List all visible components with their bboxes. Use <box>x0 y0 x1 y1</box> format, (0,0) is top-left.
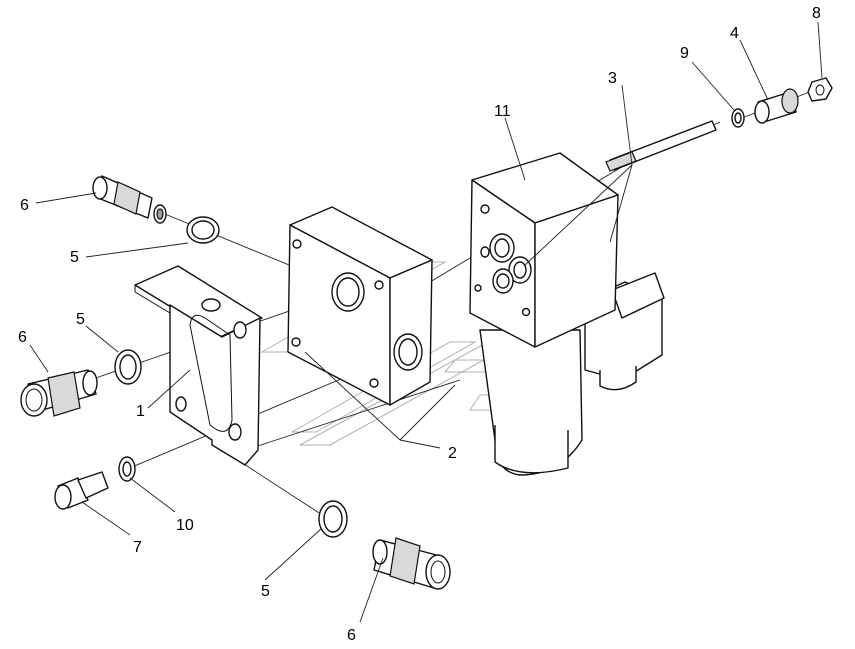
callout-5-top: 5 <box>70 249 79 266</box>
bracket-part-1 <box>134 265 263 466</box>
callout-7: 7 <box>133 539 142 556</box>
callout-3: 3 <box>608 70 617 87</box>
washer-part-9 <box>731 108 745 128</box>
callout-leaders <box>29 21 823 623</box>
valve-part-11 <box>469 152 665 476</box>
washer-part-10 <box>118 456 136 482</box>
callout-9: 9 <box>680 45 689 62</box>
callout-6-top: 6 <box>20 197 29 214</box>
callout-2: 2 <box>448 445 457 462</box>
callout-labels: 6 5 6 5 1 7 10 2 5 6 11 3 4 9 8 <box>18 5 821 644</box>
washer-part-5-left <box>114 349 142 385</box>
callout-6-left: 6 <box>18 329 27 346</box>
callout-8: 8 <box>812 5 821 22</box>
fitting-part-6-bottom <box>372 537 451 590</box>
callout-10: 10 <box>176 517 194 534</box>
callout-5-bottom: 5 <box>261 583 270 600</box>
washer-part-5-bottom <box>318 500 348 538</box>
callout-1: 1 <box>136 403 145 420</box>
callout-4: 4 <box>730 25 739 42</box>
union-part-4 <box>754 88 799 124</box>
nut-part-8 <box>807 77 833 102</box>
callout-11: 11 <box>494 103 511 120</box>
fitting-part-6-left <box>20 369 98 417</box>
washer-part-5-top <box>186 216 220 244</box>
callout-6-bottom: 6 <box>347 627 356 644</box>
fitting-part-6-top <box>92 175 167 224</box>
callout-5-left: 5 <box>76 311 85 328</box>
block-part-2 <box>287 206 433 406</box>
rod-part-3 <box>605 120 717 172</box>
bolt-part-7 <box>54 471 109 510</box>
